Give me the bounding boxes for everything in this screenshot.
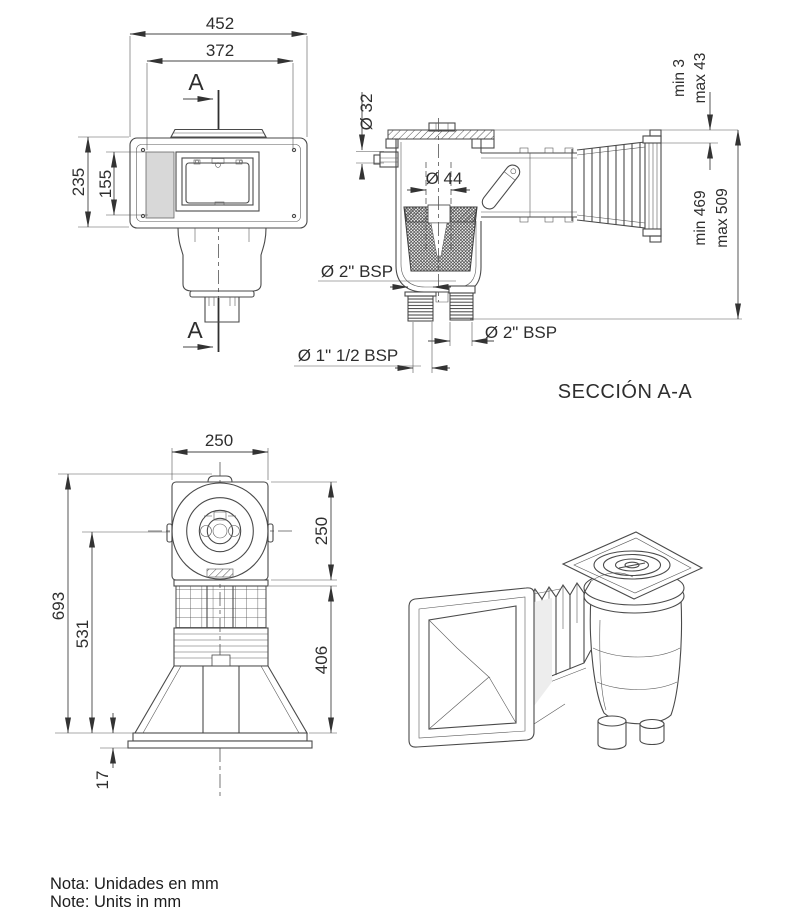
dim-250-right: 250 [271, 481, 337, 581]
dim-lid-width-label: 250 [205, 431, 233, 450]
elevation-view: 250 250 693 531 406 17 [49, 431, 337, 798]
dim-depth-max-label: max 509 [714, 188, 731, 247]
section-title: SECCIÓN A-A [558, 380, 693, 403]
basket [403, 204, 478, 272]
cut-label-bottom: A [187, 317, 203, 343]
dim-throat: Ø 44 [407, 169, 470, 193]
iso-body [589, 596, 683, 725]
weir-flap [185, 162, 250, 204]
dim-452: 452 [129, 14, 308, 137]
dim-372: 372 [146, 41, 294, 150]
flare-cone [134, 665, 308, 734]
isometric-view [408, 531, 704, 750]
dim-lower-height-label: 406 [312, 646, 331, 674]
outlet-pipes [404, 285, 476, 322]
dim-outlet-upper: Ø 2" BSP [318, 262, 456, 290]
dim-inlet: Ø 32 [356, 92, 384, 180]
dim-531: 531 [73, 531, 170, 734]
inlet-nozzle [373, 154, 381, 165]
cut-label-top: A [188, 69, 204, 95]
dim-155-label: 155 [96, 170, 115, 198]
outlet-lower-label: Ø 1" 1/2 BSP [298, 346, 399, 365]
dim-235-label: 235 [69, 168, 88, 196]
dim-lip: min 3 max 43 [671, 53, 713, 170]
dim-lid-depth-label: 250 [312, 517, 331, 545]
dim-flange-height-label: 17 [93, 771, 112, 790]
dim-outlet-lower: Ø 1" 1/2 BSP [294, 322, 450, 373]
dim-total-height-label: 693 [49, 592, 68, 620]
dim-452-label: 452 [206, 14, 234, 33]
side-panel [145, 151, 175, 219]
throat [481, 147, 577, 223]
dim-lip-max-label: max 43 [692, 53, 709, 104]
dim-250-top: 250 [171, 431, 269, 480]
lid-plate [166, 475, 274, 581]
dim-235: 235 [69, 136, 129, 228]
note-english: Note: Units in mm [50, 893, 181, 911]
section-view: min 3 max 43 min 469 max 509 Ø 32 Ø 44 Ø… [294, 53, 742, 403]
extension-mouth [576, 129, 662, 243]
iso-lid [561, 531, 704, 600]
dim-lip-min-label: min 3 [671, 59, 688, 97]
dim-throat-label: Ø 44 [426, 169, 463, 188]
iso-mouth-frame [408, 587, 535, 748]
neck-ribs [173, 579, 269, 668]
front-view: A A [69, 14, 308, 352]
iso-pipes [597, 715, 665, 750]
flap-valve [481, 164, 521, 210]
outlet-upper-label: Ø 2" BSP [321, 262, 393, 281]
dim-depth: min 469 max 509 [692, 129, 741, 320]
dim-155: 155 [96, 151, 148, 216]
lid-outer-ring [171, 482, 269, 580]
dim-372-label: 372 [206, 41, 234, 60]
faceplate [129, 137, 308, 229]
dim-outlet-side: Ø 2" BSP [428, 322, 557, 346]
notes: Nota: Unidades en mm Note: Units in mm [50, 875, 219, 911]
note-spanish: Nota: Unidades en mm [50, 875, 219, 893]
dim-mid-height-label: 531 [73, 620, 92, 648]
lid-section [387, 122, 495, 140]
dim-693: 693 [49, 473, 212, 734]
dim-depth-min-label: min 469 [692, 190, 709, 245]
base-flange [127, 732, 313, 749]
dim-406: 406 [269, 585, 337, 734]
skimmer-body-front [177, 227, 267, 323]
dim-inlet-label: Ø 32 [357, 94, 376, 131]
weir-window-frame [175, 151, 260, 212]
outlet-side-label: Ø 2" BSP [485, 323, 557, 342]
dim-17: 17 [93, 713, 130, 789]
